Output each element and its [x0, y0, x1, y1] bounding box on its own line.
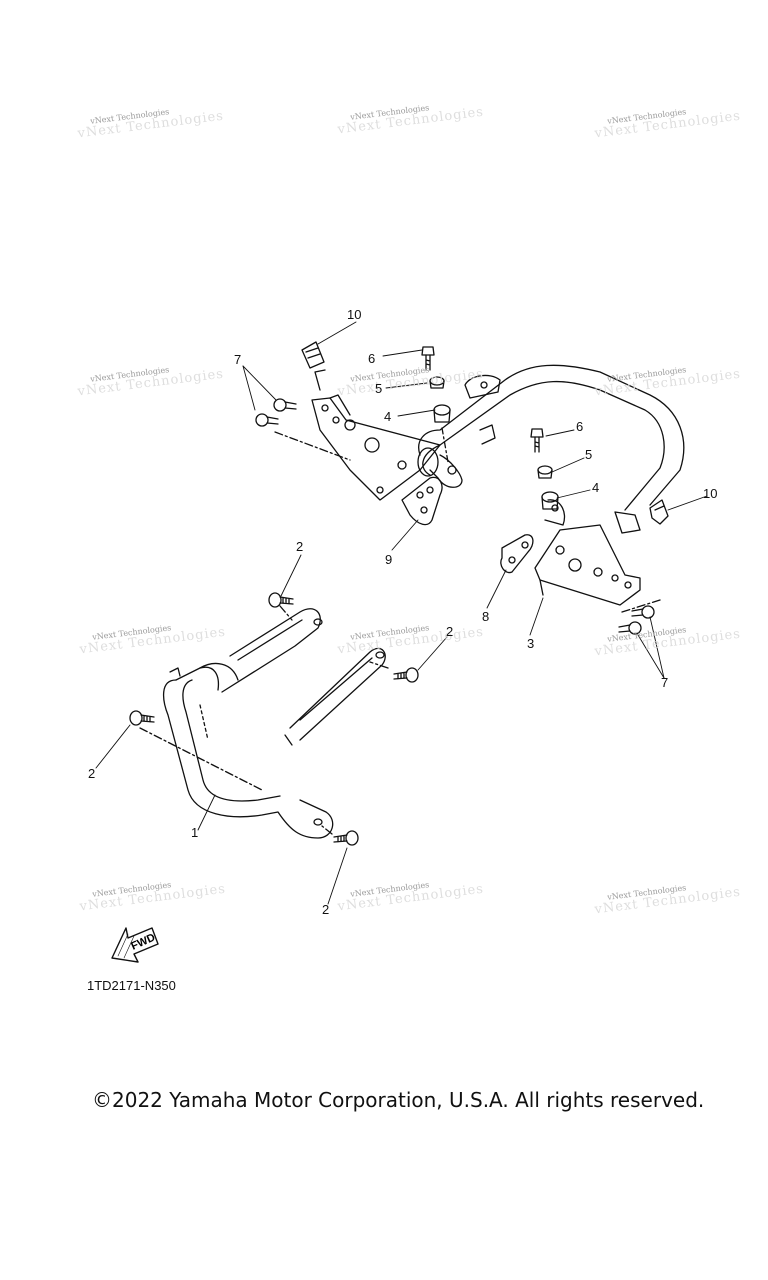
- callout-9: 9: [385, 552, 393, 567]
- drawing-code: 1TD2171-N350: [87, 978, 176, 993]
- part-4-5-6-left: [421, 346, 451, 463]
- part-7-bolts: [255, 398, 661, 635]
- callout-2: 2: [446, 624, 454, 639]
- callout-6: 6: [576, 419, 584, 434]
- part-9-plate: [401, 476, 443, 526]
- callout-4: 4: [592, 480, 600, 495]
- part-1-lower-guard: [163, 608, 386, 839]
- part-3-right-bracket: [534, 524, 641, 606]
- leader-lines: [95, 321, 708, 905]
- callout-1: 1: [191, 825, 199, 840]
- callout-5: 5: [585, 447, 593, 462]
- callout-2: 2: [88, 766, 96, 781]
- fwd-arrow-icon: [111, 927, 159, 963]
- callout-7: 7: [234, 352, 242, 367]
- part-8-plate: [500, 534, 534, 574]
- callout-7: 7: [661, 675, 669, 690]
- callout-10: 10: [347, 307, 362, 322]
- part-3-upper-bar: [417, 364, 685, 534]
- copyright-notice: ©2022 Yamaha Motor Corporation, U.S.A. A…: [92, 1088, 705, 1112]
- callout-2: 2: [296, 539, 304, 554]
- callout-5: 5: [375, 381, 383, 396]
- callout-4: 4: [384, 409, 392, 424]
- part-3-left-bracket: [311, 369, 441, 501]
- callout-8: 8: [482, 609, 490, 624]
- callout-3: 3: [527, 636, 535, 651]
- part-4-5-6-right: [530, 428, 559, 510]
- part-10-clips: [301, 341, 669, 525]
- callout-6: 6: [368, 351, 376, 366]
- callout-10: 10: [703, 486, 718, 501]
- part-2-bolts: [129, 592, 419, 846]
- callout-2: 2: [322, 902, 330, 917]
